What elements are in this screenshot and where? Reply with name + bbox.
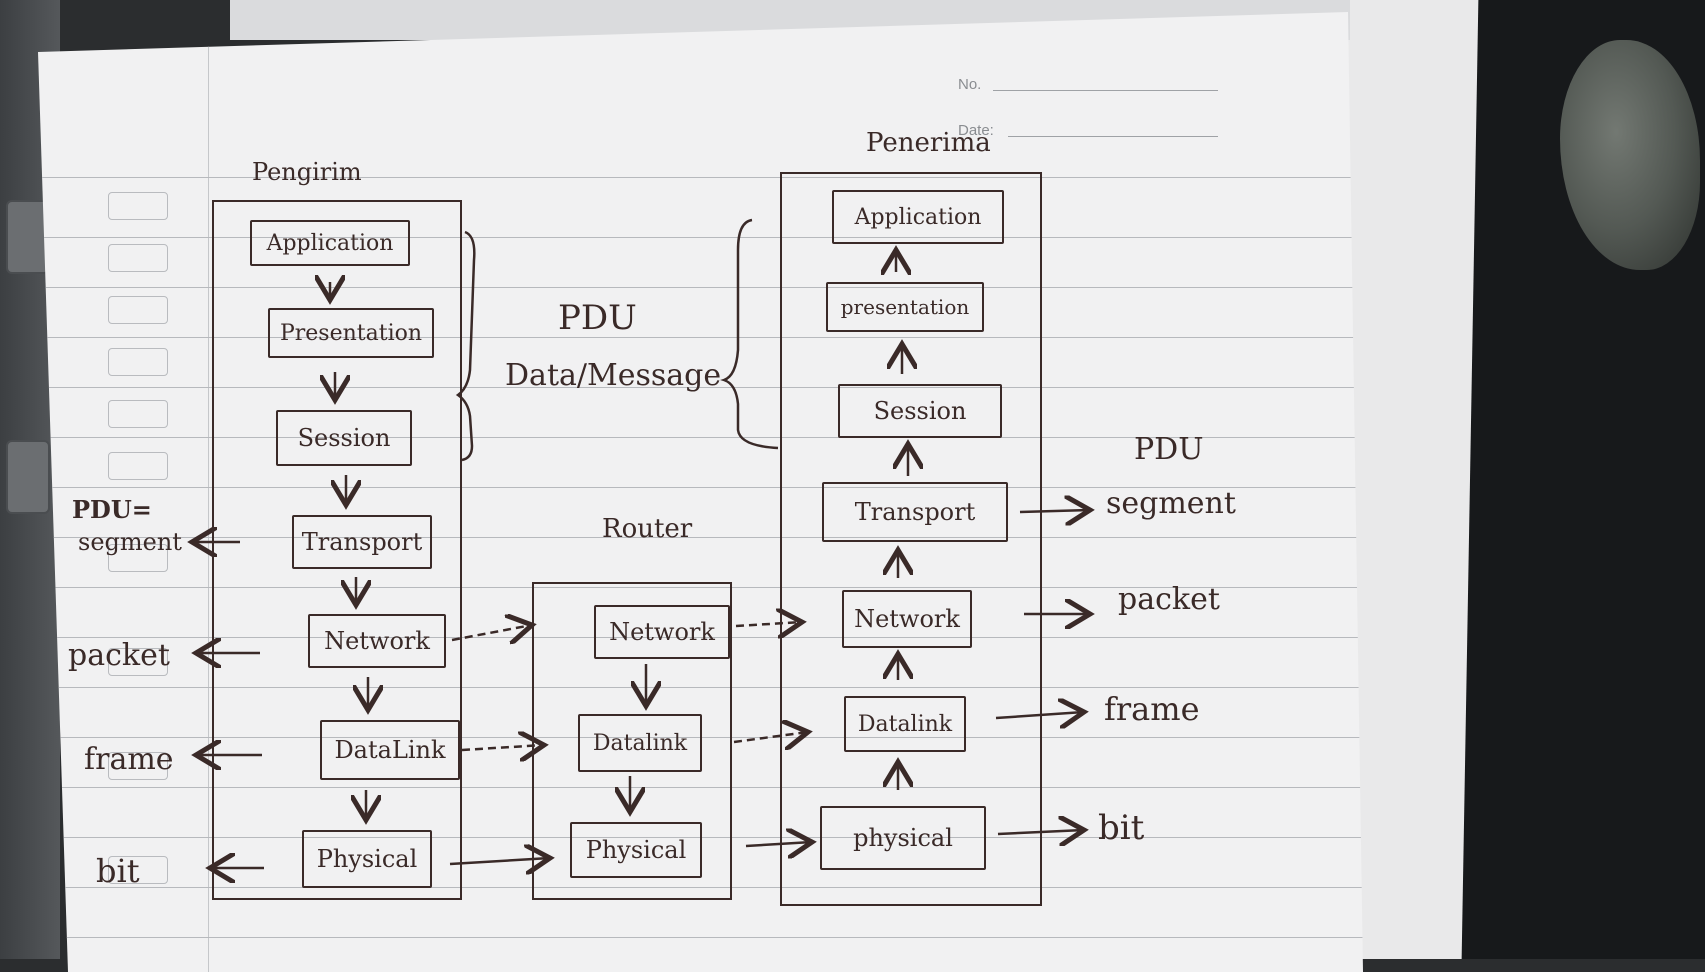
receiver-brace <box>720 218 779 450</box>
margin-box <box>108 348 168 376</box>
receiver-physical-layer: physical <box>820 806 986 870</box>
right-pdu-frame: frame <box>1104 690 1200 728</box>
sender-title: Pengirim <box>252 158 362 186</box>
right-pdu-bit: bit <box>1098 808 1145 848</box>
ruled-line <box>38 437 1363 438</box>
receiver-frame <box>780 172 1042 906</box>
receiver-session-layer: Session <box>838 384 1002 438</box>
left-pdu-prefix: PDU= <box>72 495 152 524</box>
right-pdu-arrow <box>997 830 1084 834</box>
ruled-line <box>38 937 1363 938</box>
sender-router-dashed-arrow <box>451 625 532 640</box>
router-network-layer: Network <box>594 605 730 659</box>
cloth-pattern <box>1560 40 1700 270</box>
pdu-heading-left: PDU <box>558 298 637 338</box>
margin-line <box>208 12 209 972</box>
margin-box <box>108 544 168 572</box>
ruled-line <box>38 887 1363 888</box>
receiver-title: Penerima <box>866 128 991 158</box>
sender-application-layer: Application <box>250 220 410 266</box>
ruled-line <box>38 687 1363 688</box>
margin-box <box>108 192 168 220</box>
sender-router-arrow <box>449 858 550 864</box>
margin-box <box>108 648 168 676</box>
ruled-line <box>38 587 1363 588</box>
margin-box <box>108 856 168 884</box>
receiver-presentation-layer: presentation <box>826 282 984 332</box>
router-title: Router <box>602 514 693 544</box>
router-physical-layer: Physical <box>570 822 702 878</box>
ruled-line <box>38 637 1363 638</box>
keyboard-key <box>6 440 50 514</box>
ruled-line <box>38 487 1363 488</box>
ruled-line <box>38 287 1363 288</box>
no-label: No. <box>958 76 982 93</box>
right-pdu-arrow <box>995 712 1084 718</box>
left-pdu-bit: bit <box>96 852 140 890</box>
margin-box <box>108 752 168 780</box>
left-pdu-frame: frame <box>84 742 174 777</box>
receiver-network-layer: Network <box>842 590 972 648</box>
ruled-line <box>38 237 1363 238</box>
notebook-page: No. Date: <box>38 12 1363 972</box>
keyboard-key <box>6 200 50 274</box>
margin-box <box>108 244 168 272</box>
right-pdu-title: PDU <box>1134 432 1204 467</box>
receiver-application-layer: Application <box>832 190 1004 244</box>
sender-network-layer: Network <box>308 614 446 668</box>
receiver-transport-layer: Transport <box>822 482 1008 542</box>
sender-physical-layer: Physical <box>302 830 432 888</box>
date-line <box>1008 136 1218 137</box>
router-receiver-dashed-arrow <box>733 732 808 742</box>
sender-transport-layer: Transport <box>292 515 432 569</box>
ruled-line <box>38 537 1363 538</box>
router-datalink-layer: Datalink <box>578 714 702 772</box>
ruled-line <box>38 177 1363 178</box>
right-pdu-segment: segment <box>1106 486 1236 521</box>
right-pdu-arrow <box>1019 510 1090 512</box>
ruled-line <box>38 387 1363 388</box>
receiver-datalink-layer: Datalink <box>844 696 966 752</box>
router-receiver-dashed-arrow <box>735 622 802 626</box>
sender-router-dashed-arrow <box>461 745 544 750</box>
pdu-data-message: Data/Message <box>505 358 722 393</box>
margin-box <box>108 400 168 428</box>
sender-presentation-layer: Presentation <box>268 308 434 358</box>
left-pdu-segment: segment <box>78 528 182 556</box>
ruled-line <box>38 787 1363 788</box>
margin-box <box>108 296 168 324</box>
sender-brace <box>455 230 476 462</box>
left-pdu-packet: packet <box>68 638 170 673</box>
margin-box <box>108 452 168 480</box>
right-pdu-packet: packet <box>1118 582 1220 617</box>
router-receiver-arrow <box>745 842 812 846</box>
sender-datalink-layer: DataLink <box>320 720 460 780</box>
no-line <box>993 90 1218 91</box>
date-label: Date: <box>958 122 994 139</box>
sender-session-layer: Session <box>276 410 412 466</box>
ruled-line <box>38 337 1363 338</box>
